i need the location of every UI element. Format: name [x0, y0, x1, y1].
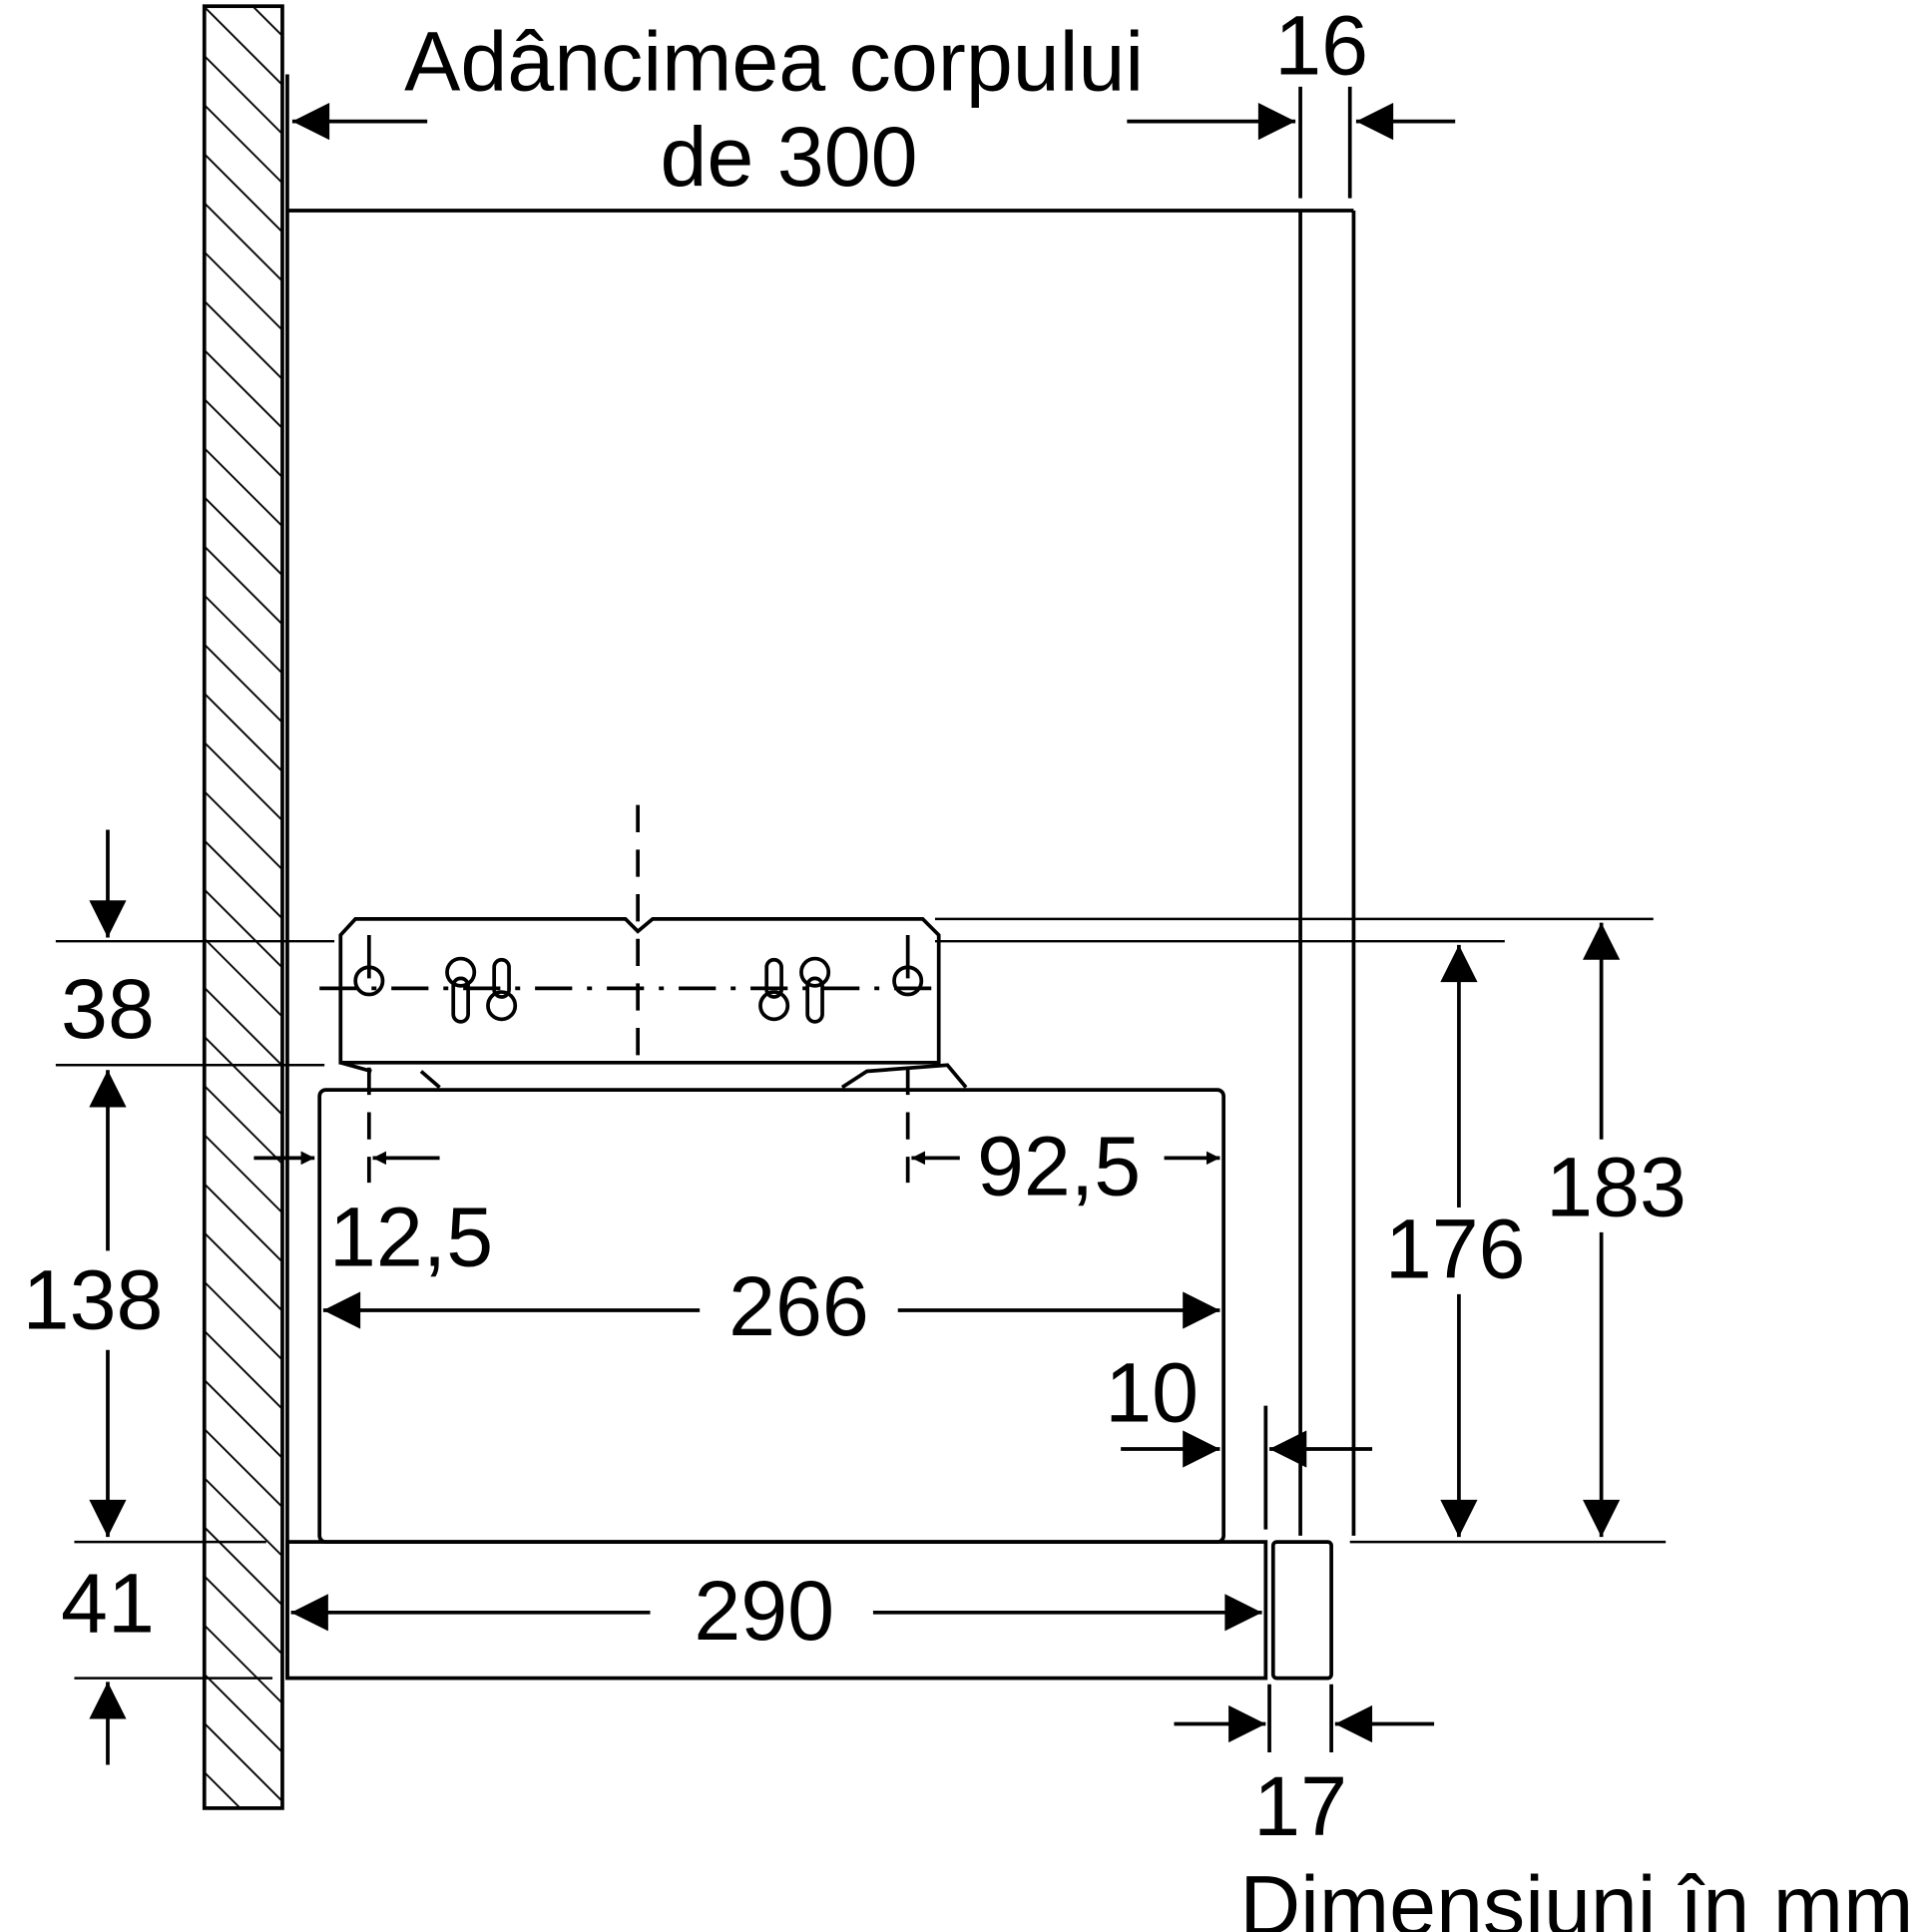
- dim-92-5: 92,5: [977, 1120, 1141, 1213]
- dim-38: 38: [61, 962, 155, 1056]
- dim-290: 290: [694, 1564, 834, 1658]
- dim-183: 183: [1546, 1141, 1687, 1234]
- dim-138: 138: [23, 1253, 164, 1347]
- wall-hatched: [202, 4, 284, 1810]
- mounting-bracket: [319, 804, 968, 1090]
- dim-41: 41: [61, 1557, 155, 1651]
- cabinet-depth-value: de 300: [660, 110, 917, 204]
- units-note: Dimensiuni în mm: [1239, 1858, 1913, 1932]
- dim-266: 266: [728, 1259, 869, 1353]
- dim-12-5: 12,5: [329, 1190, 493, 1283]
- hood-lower-body: [285, 1540, 1268, 1681]
- dim-16: 16: [1274, 0, 1368, 92]
- cabinet-outline: [286, 209, 1356, 1536]
- cabinet-depth-label: Adâncimea corpului: [404, 15, 1144, 109]
- dim-176: 176: [1385, 1203, 1526, 1296]
- dim-17: 17: [1253, 1759, 1347, 1853]
- dim-10: 10: [1105, 1346, 1199, 1440]
- front-panel: [1270, 1540, 1333, 1681]
